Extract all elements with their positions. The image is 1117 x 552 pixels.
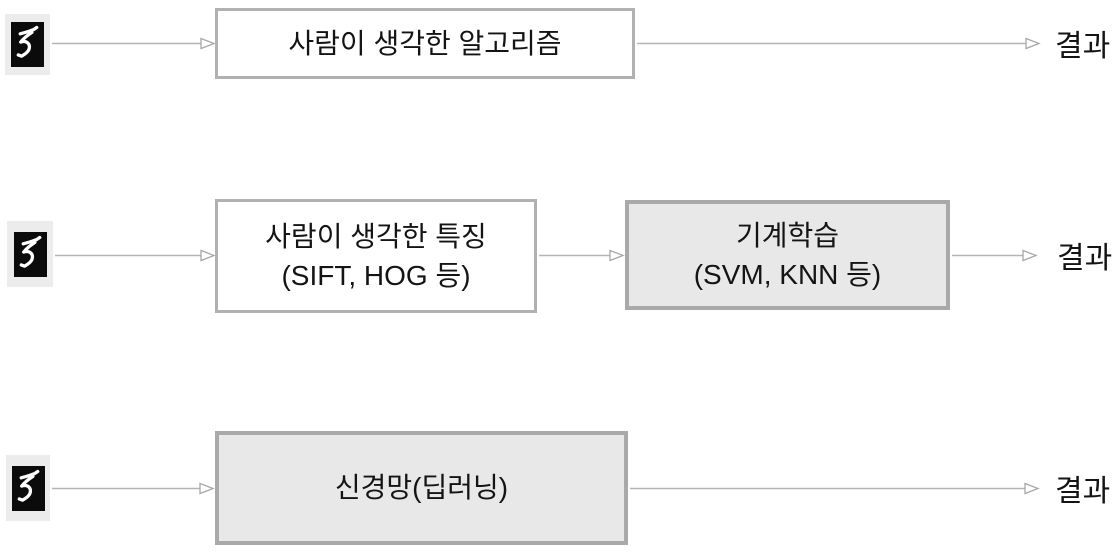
box-machine-learning: 기계학습 (SVM, KNN 등) — [625, 200, 950, 310]
mnist-digit-5-icon — [11, 22, 44, 67]
box-label: 사람이 생각한 알고리즘 — [288, 27, 562, 59]
result-label: 결과 — [1055, 475, 1111, 508]
flow-arrow — [52, 482, 215, 495]
flow-arrow — [539, 249, 625, 262]
mnist-digit-5-icon — [13, 231, 47, 277]
result-label: 결과 — [1057, 242, 1113, 275]
flow-arrow — [952, 249, 1038, 262]
box-human-features: 사람이 생각한 특징 (SIFT, HOG 등) — [215, 199, 537, 313]
mnist-digit-5-icon — [11, 465, 45, 511]
flow-arrow — [630, 482, 1040, 495]
box-label-line1: 기계학습 — [735, 219, 840, 251]
mnist-digit-5-icon — [6, 455, 50, 521]
mnist-digit-5-icon — [16, 25, 39, 58]
result-label: 결과 — [1055, 30, 1111, 63]
mnist-digit-5-icon — [7, 221, 53, 287]
mnist-digit-5-icon — [5, 14, 50, 75]
mnist-digit-5-icon — [19, 235, 41, 268]
box-neural-network: 신경망(딥러닝) — [215, 431, 628, 545]
box-human-algorithm: 사람이 생각한 알고리즘 — [215, 8, 635, 79]
mnist-digit-5-icon — [17, 469, 39, 502]
flow-arrow — [52, 37, 216, 50]
box-label-line2: (SIFT, HOG 등) — [281, 260, 471, 291]
flow-arrow — [637, 37, 1041, 50]
box-label-line1: 사람이 생각한 특징 — [265, 220, 487, 252]
flow-arrow — [55, 249, 216, 262]
box-label-line2: (SVM, KNN 등) — [693, 259, 882, 290]
box-label: 신경망(딥러닝) — [334, 472, 509, 504]
